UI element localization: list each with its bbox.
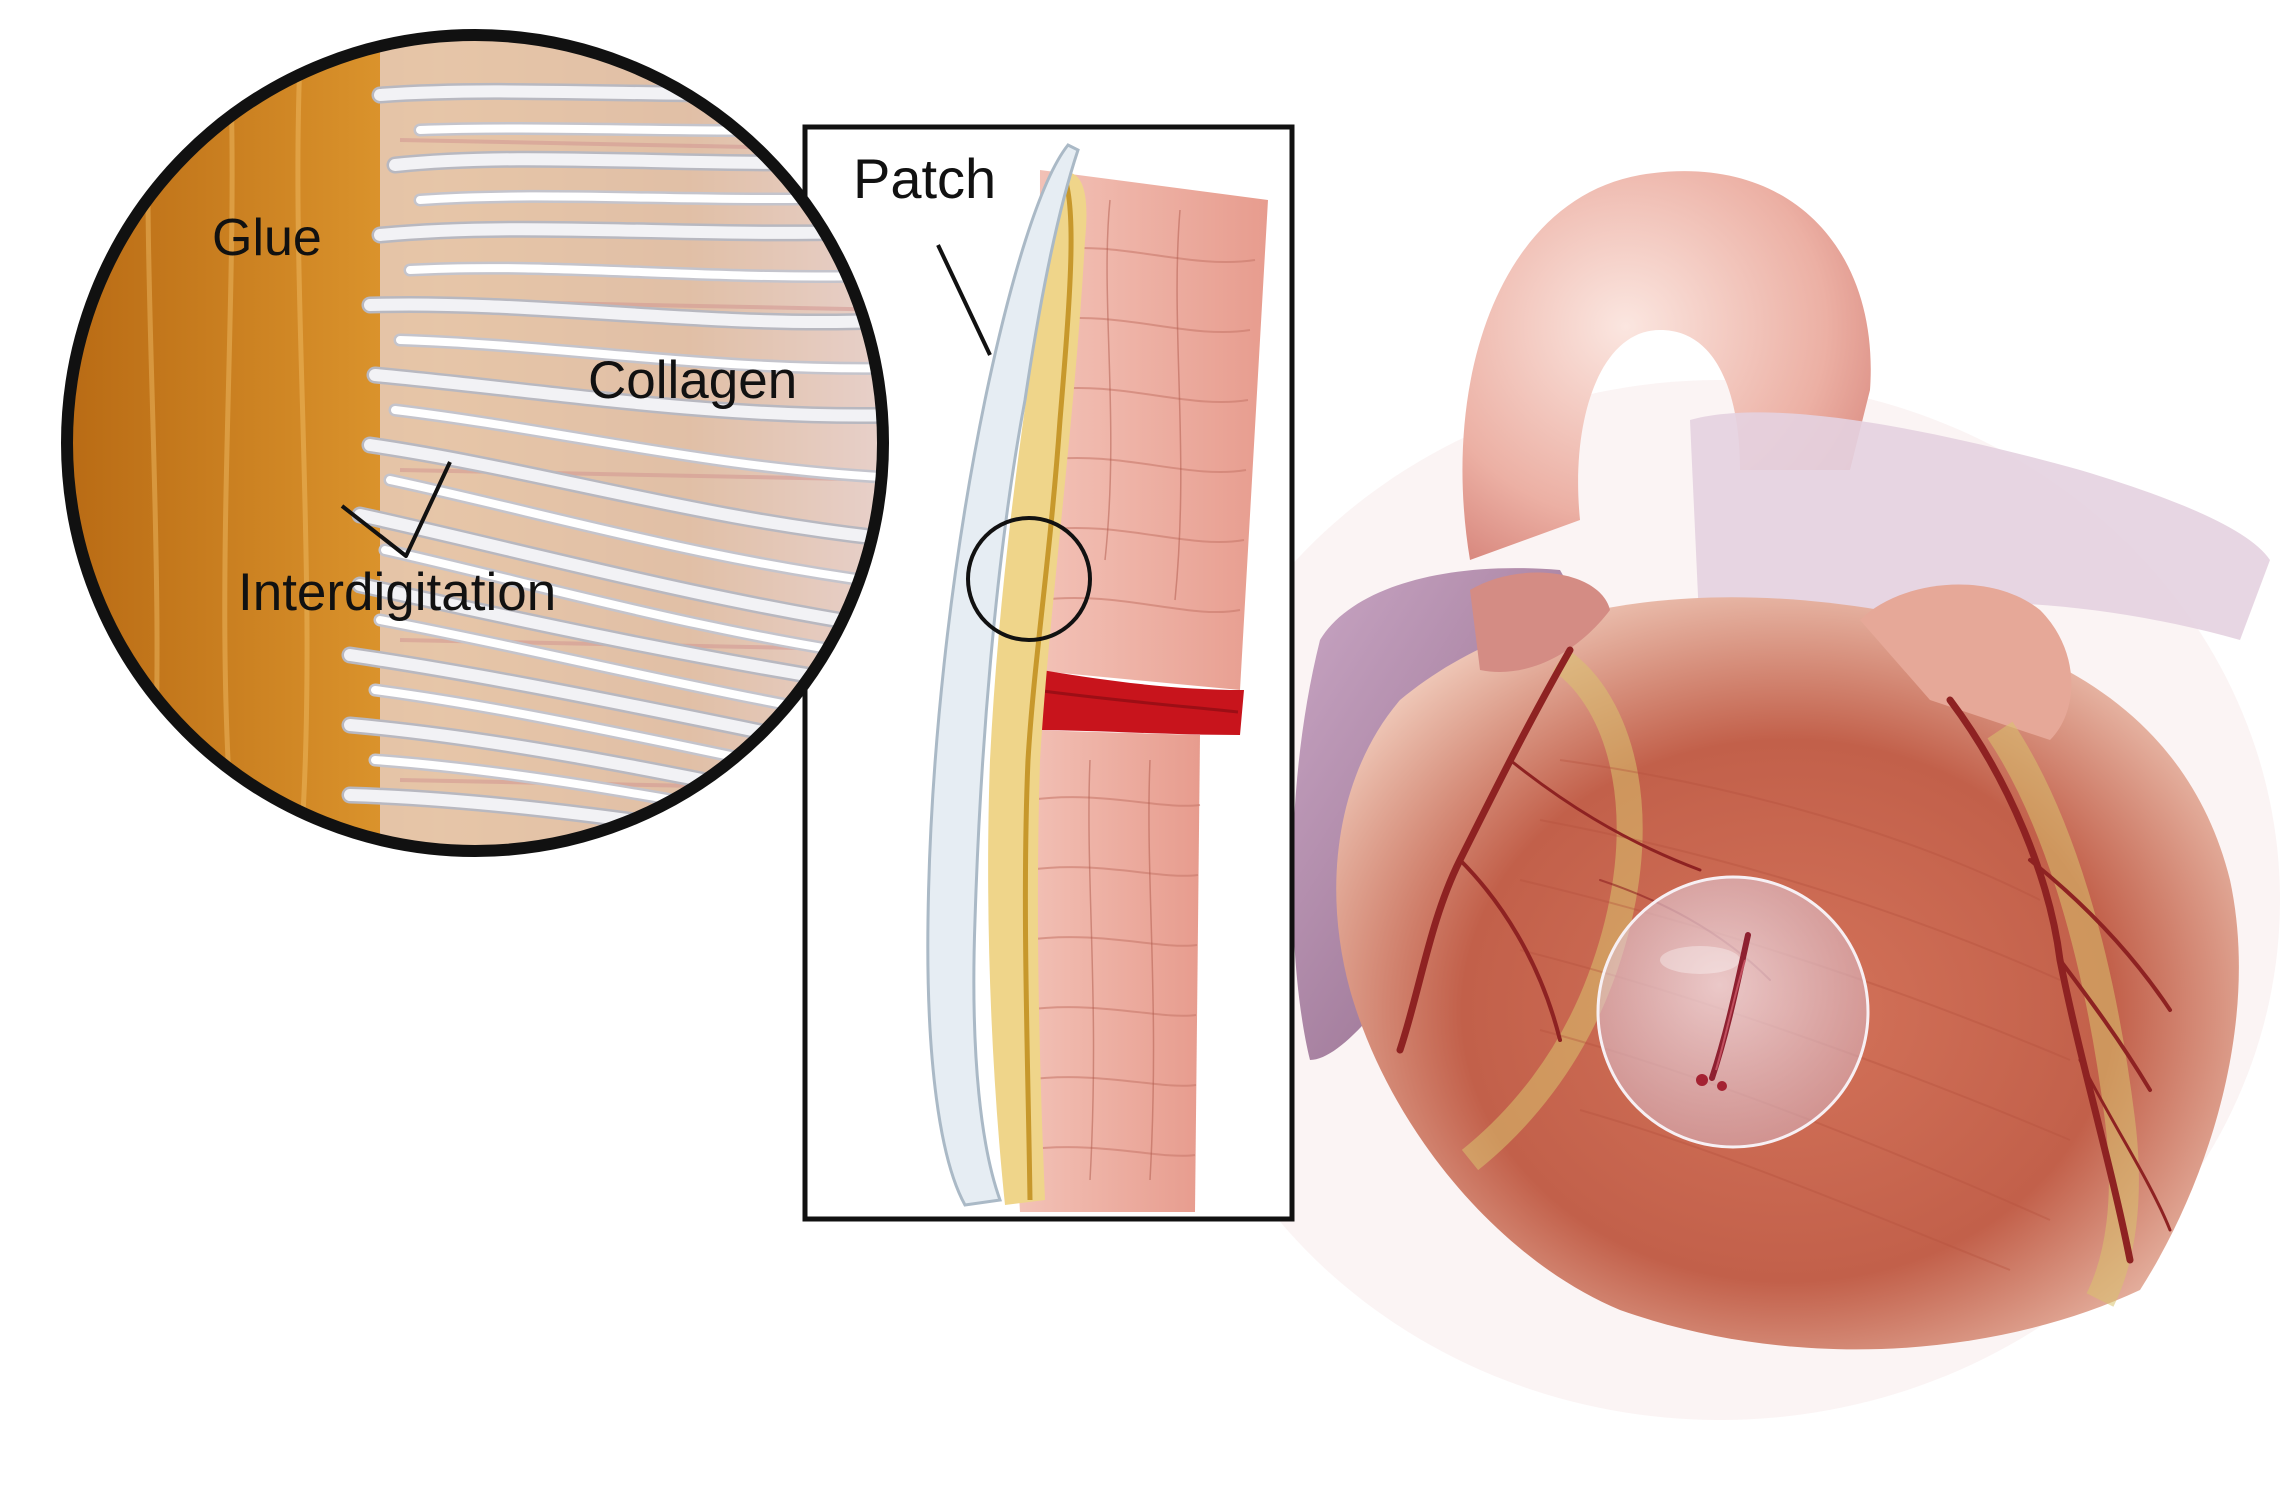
label-patch: Patch xyxy=(853,147,996,210)
myocardium-upper xyxy=(1030,170,1268,690)
heart-illustration xyxy=(1160,171,2280,1420)
patch-leader-line xyxy=(936,244,992,356)
magnified-view: Glue Collagen Interdigitation xyxy=(61,29,889,857)
pulmonary-trunk xyxy=(1690,412,2270,640)
cross-section-panel: Patch xyxy=(802,124,1295,1222)
right-atrial-appendage xyxy=(1470,572,1610,672)
patch-layer xyxy=(926,143,1080,1207)
label-interdigitation: Interdigitation xyxy=(238,563,556,622)
interdigitation-pointer xyxy=(340,461,452,558)
left-atrial-appendage xyxy=(1860,584,2072,740)
heart-patch xyxy=(1596,875,1870,1149)
label-collagen: Collagen xyxy=(588,351,797,410)
label-glue: Glue xyxy=(212,209,322,267)
zoom-indicator xyxy=(966,516,1092,642)
glue-layer xyxy=(988,171,1087,1205)
magnified-frame xyxy=(61,29,889,857)
